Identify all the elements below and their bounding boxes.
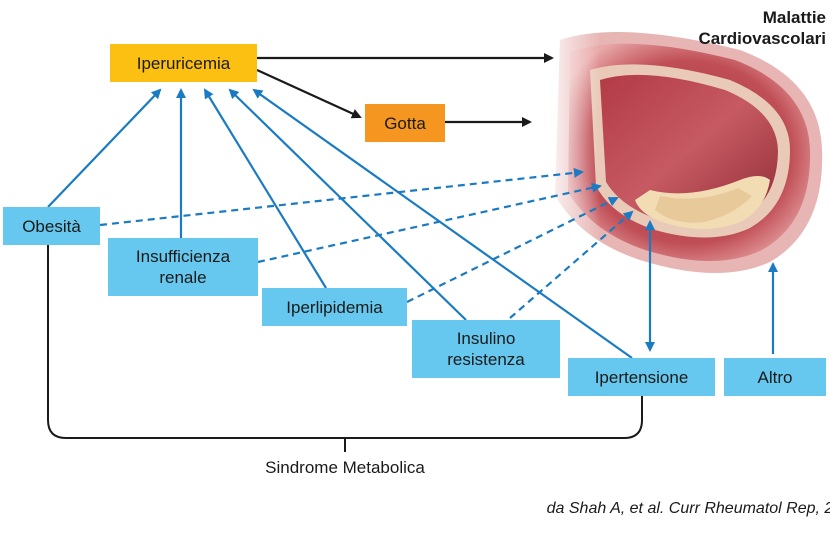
citation: da Shah A, et al. Curr Rheumatol Rep, 20… bbox=[300, 500, 830, 518]
node-insulino-resistenza: Insulino resistenza bbox=[412, 320, 560, 378]
node-gotta-label: Gotta bbox=[384, 113, 426, 134]
node-gotta: Gotta bbox=[365, 104, 445, 142]
node-iperlipidemia: Iperlipidemia bbox=[262, 288, 407, 326]
cardiovascular-diseases-title: Malattie Cardiovascolari bbox=[620, 7, 826, 49]
node-insulino-label-2: resistenza bbox=[447, 349, 524, 370]
node-ipertensione: Ipertensione bbox=[568, 358, 715, 396]
node-iperlipidemia-label: Iperlipidemia bbox=[286, 297, 382, 318]
node-iperuricemia-label: Iperuricemia bbox=[137, 53, 231, 74]
node-insufficienza-renale: Insufficienza renale bbox=[108, 238, 258, 296]
node-altro: Altro bbox=[724, 358, 826, 396]
node-insufficienza-label-2: renale bbox=[159, 267, 206, 288]
title-line-1: Malattie bbox=[620, 7, 826, 28]
node-altro-label: Altro bbox=[758, 367, 793, 388]
artery-illustration bbox=[540, 30, 822, 273]
arrow-iperuricemia-to-gotta bbox=[257, 70, 360, 117]
dashed-obesita-to-artery bbox=[100, 172, 582, 225]
node-obesita-label: Obesità bbox=[22, 216, 81, 237]
node-ipertensione-label: Ipertensione bbox=[595, 367, 689, 388]
node-insulino-label-1: Insulino bbox=[457, 328, 516, 349]
title-line-2: Cardiovascolari bbox=[620, 28, 826, 49]
metabolic-syndrome-label: Sindrome Metabolica bbox=[0, 458, 690, 478]
node-insufficienza-label-1: Insufficienza bbox=[136, 246, 230, 267]
arrow-obesita-to-iperuricemia bbox=[48, 90, 160, 207]
node-iperuricemia: Iperuricemia bbox=[110, 44, 257, 82]
node-obesita: Obesità bbox=[3, 207, 100, 245]
